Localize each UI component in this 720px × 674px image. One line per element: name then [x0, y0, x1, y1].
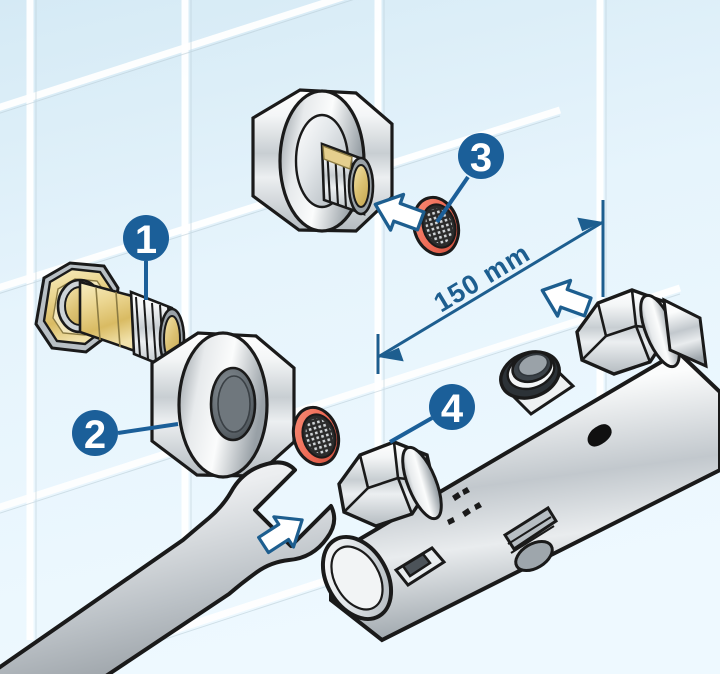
arrow-lower-inlet: [540, 278, 593, 318]
dimension-arrowhead-left: [378, 347, 404, 362]
callout-1-badge: [123, 215, 169, 261]
callout-2[interactable]: 2: [72, 410, 179, 457]
callout-4[interactable]: 4: [389, 384, 475, 444]
callout-3[interactable]: 3: [435, 133, 504, 224]
arrow-wrench: [257, 515, 304, 555]
union-nut-lower: [337, 440, 443, 528]
outlet-port: [502, 505, 559, 573]
callout-3-leader: [435, 175, 470, 224]
upper-wall-connector-nipple: [320, 142, 375, 216]
callout-2-leader: [117, 422, 179, 435]
union-nut-upper: [575, 288, 708, 376]
callouts: 1 2 3 4: [72, 133, 504, 457]
thermostatic-mixer-body: [320, 288, 720, 643]
valve-cap: [499, 350, 576, 416]
callout-4-label: 4: [441, 387, 464, 431]
motion-arrows: [257, 192, 593, 555]
callout-3-label: 3: [470, 136, 492, 180]
dimension-arrowhead-right: [577, 217, 603, 232]
callout-4-badge: [429, 384, 475, 430]
callout-1[interactable]: 1: [123, 215, 169, 300]
chrome-escutcheon-lower: [150, 331, 296, 479]
callout-2-label: 2: [84, 413, 106, 457]
callout-1-label: 1: [135, 218, 157, 262]
callout-4-leader: [389, 416, 433, 444]
arrow-upper-inlet: [373, 192, 426, 232]
callout-2-badge: [72, 410, 118, 456]
callout-3-badge: [458, 133, 504, 179]
dimension-line: [377, 220, 604, 359]
brass-wall-connector: [34, 261, 186, 375]
filter-seal-gasket-lower: [291, 405, 341, 467]
